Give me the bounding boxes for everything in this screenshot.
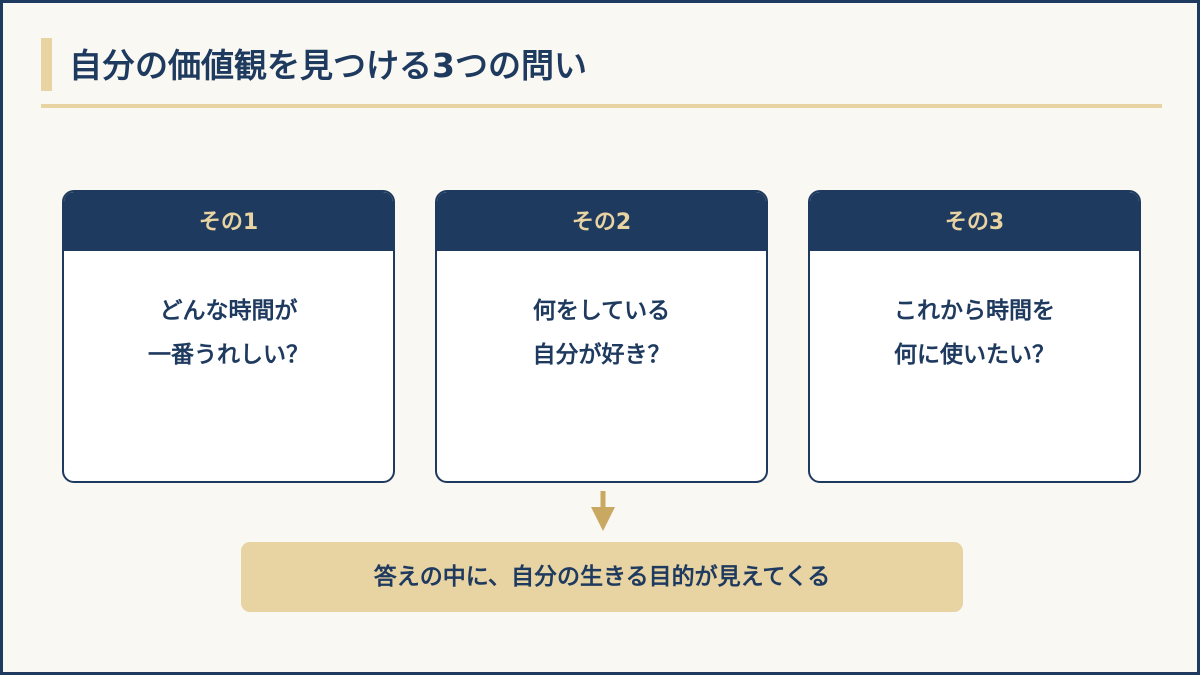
question-card-3: その3 これから時間を 何に使いたい？	[808, 190, 1141, 483]
question-card-1: その1 どんな時間が 一番うれしい？	[62, 190, 395, 483]
question-card-1-line-2: 一番うれしい？	[148, 342, 309, 368]
conclusion-banner: 答えの中に、自分の生きる目的が見えてくる	[241, 542, 963, 612]
question-card-2-line-2: 自分が好き？	[532, 342, 671, 368]
title-accent-bar	[41, 38, 52, 91]
question-card-1-label: その1	[64, 192, 393, 251]
question-card-1-line-1: どんな時間が	[159, 298, 298, 324]
question-card-1-body: どんな時間が 一番うれしい？	[64, 251, 393, 377]
question-card-3-label: その3	[810, 192, 1139, 251]
page-title: 自分の価値観を見つける3つの問い	[69, 46, 587, 85]
question-card-3-body: これから時間を 何に使いたい？	[810, 251, 1139, 377]
question-card-2-label: その2	[437, 192, 766, 251]
question-card-2: その2 何をしている 自分が好き？	[435, 190, 768, 483]
title-divider	[41, 104, 1162, 108]
arrow-down-icon	[591, 491, 615, 531]
question-card-2-body: 何をしている 自分が好き？	[437, 251, 766, 377]
question-card-3-line-2: 何に使いたい？	[894, 342, 1055, 368]
question-card-2-line-1: 何をしている	[532, 298, 671, 324]
question-card-3-line-1: これから時間を	[894, 298, 1055, 324]
